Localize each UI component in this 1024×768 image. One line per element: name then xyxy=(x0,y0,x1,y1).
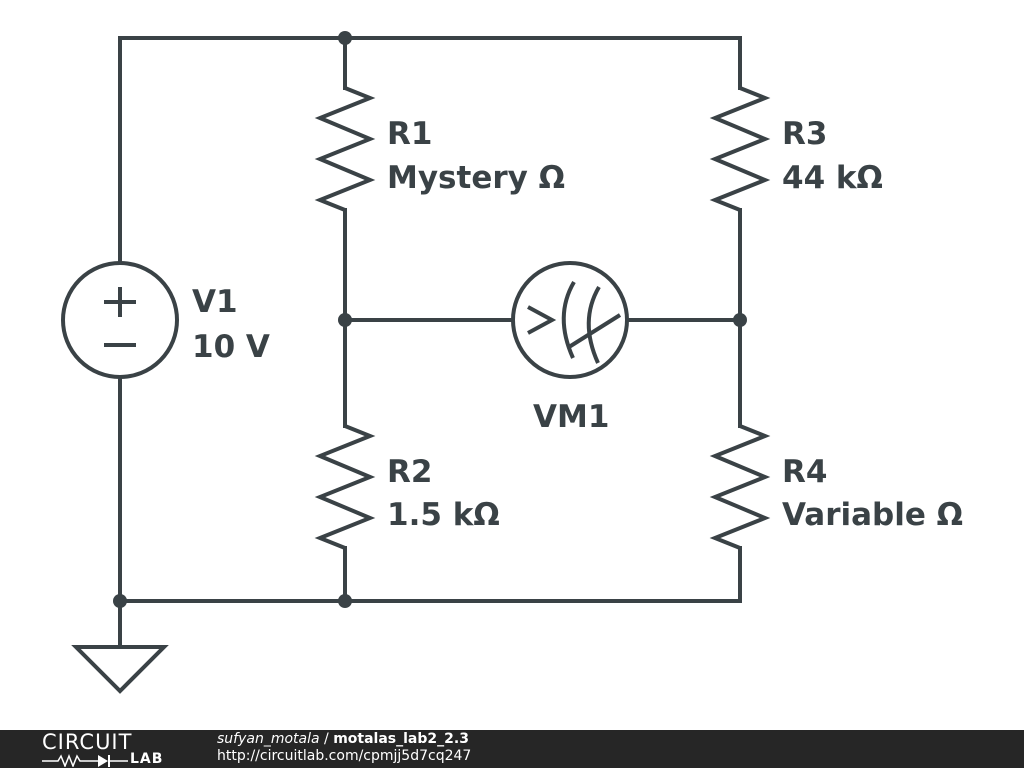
r4-name-label: R4 xyxy=(782,454,827,490)
r2-name-label: R2 xyxy=(387,454,432,490)
resistor-r4[interactable] xyxy=(709,424,771,550)
r4-value-label: Variable Ω xyxy=(782,497,963,533)
v1-name-label: V1 xyxy=(192,284,238,320)
brand-circuit-text: CIRCUIT xyxy=(42,730,133,754)
voltmeter-needle xyxy=(567,313,622,349)
voltmeter-dial-arc xyxy=(561,280,576,359)
vm1-name-label: VM1 xyxy=(533,399,609,435)
junction-right-mid xyxy=(733,313,747,327)
project-title-line: sufyan_motala / motalas_lab2_2.3 xyxy=(217,731,471,748)
voltage-source-symbol xyxy=(61,261,179,379)
r3-name-label: R3 xyxy=(782,116,827,152)
title-separator: / xyxy=(319,731,334,747)
circuitlab-logo[interactable]: CIRCUIT LAB xyxy=(42,731,182,767)
r2-value-label: 1.5 kΩ xyxy=(387,497,500,533)
resistor-diode-icon xyxy=(42,753,128,767)
top-wire xyxy=(118,36,742,265)
junction-left-mid xyxy=(338,313,352,327)
footer-bar: CIRCUIT LAB sufyan_motala / motalas_lab2… xyxy=(0,730,1024,768)
project-info: sufyan_motala / motalas_lab2_2.3 http://… xyxy=(217,731,471,765)
junction-bottom-left xyxy=(113,594,127,608)
junction-top xyxy=(338,31,352,45)
ground-symbol xyxy=(71,645,169,694)
resistor-r3[interactable] xyxy=(709,86,771,212)
junction-bottom-mid xyxy=(338,594,352,608)
v1-value-label: 10 V xyxy=(192,329,270,365)
project-name-link[interactable]: motalas_lab2_2.3 xyxy=(333,731,469,747)
voltmeter-v-glyph xyxy=(527,305,557,335)
project-url-link[interactable]: http://circuitlab.com/cpmjj5d7cq247 xyxy=(217,748,472,764)
r3-value-label: 44 kΩ xyxy=(782,160,883,196)
author-link[interactable]: sufyan_motala xyxy=(217,731,320,747)
r1-name-label: R1 xyxy=(387,116,432,152)
r1-value-label: Mystery Ω xyxy=(387,160,565,196)
voltmeter-dial-arc-2 xyxy=(586,285,601,364)
resistor-r1[interactable] xyxy=(314,86,376,212)
resistor-r2[interactable] xyxy=(314,424,376,550)
brand-lab-text: LAB xyxy=(130,751,164,767)
voltmeter-vm1[interactable] xyxy=(511,261,629,379)
circuit-schematic: V1 10 V R1 Mystery Ω R2 1.5 kΩ R3 44 kΩ … xyxy=(61,31,963,694)
voltmeter-symbol xyxy=(511,261,629,379)
voltage-source-v1[interactable] xyxy=(61,261,179,379)
